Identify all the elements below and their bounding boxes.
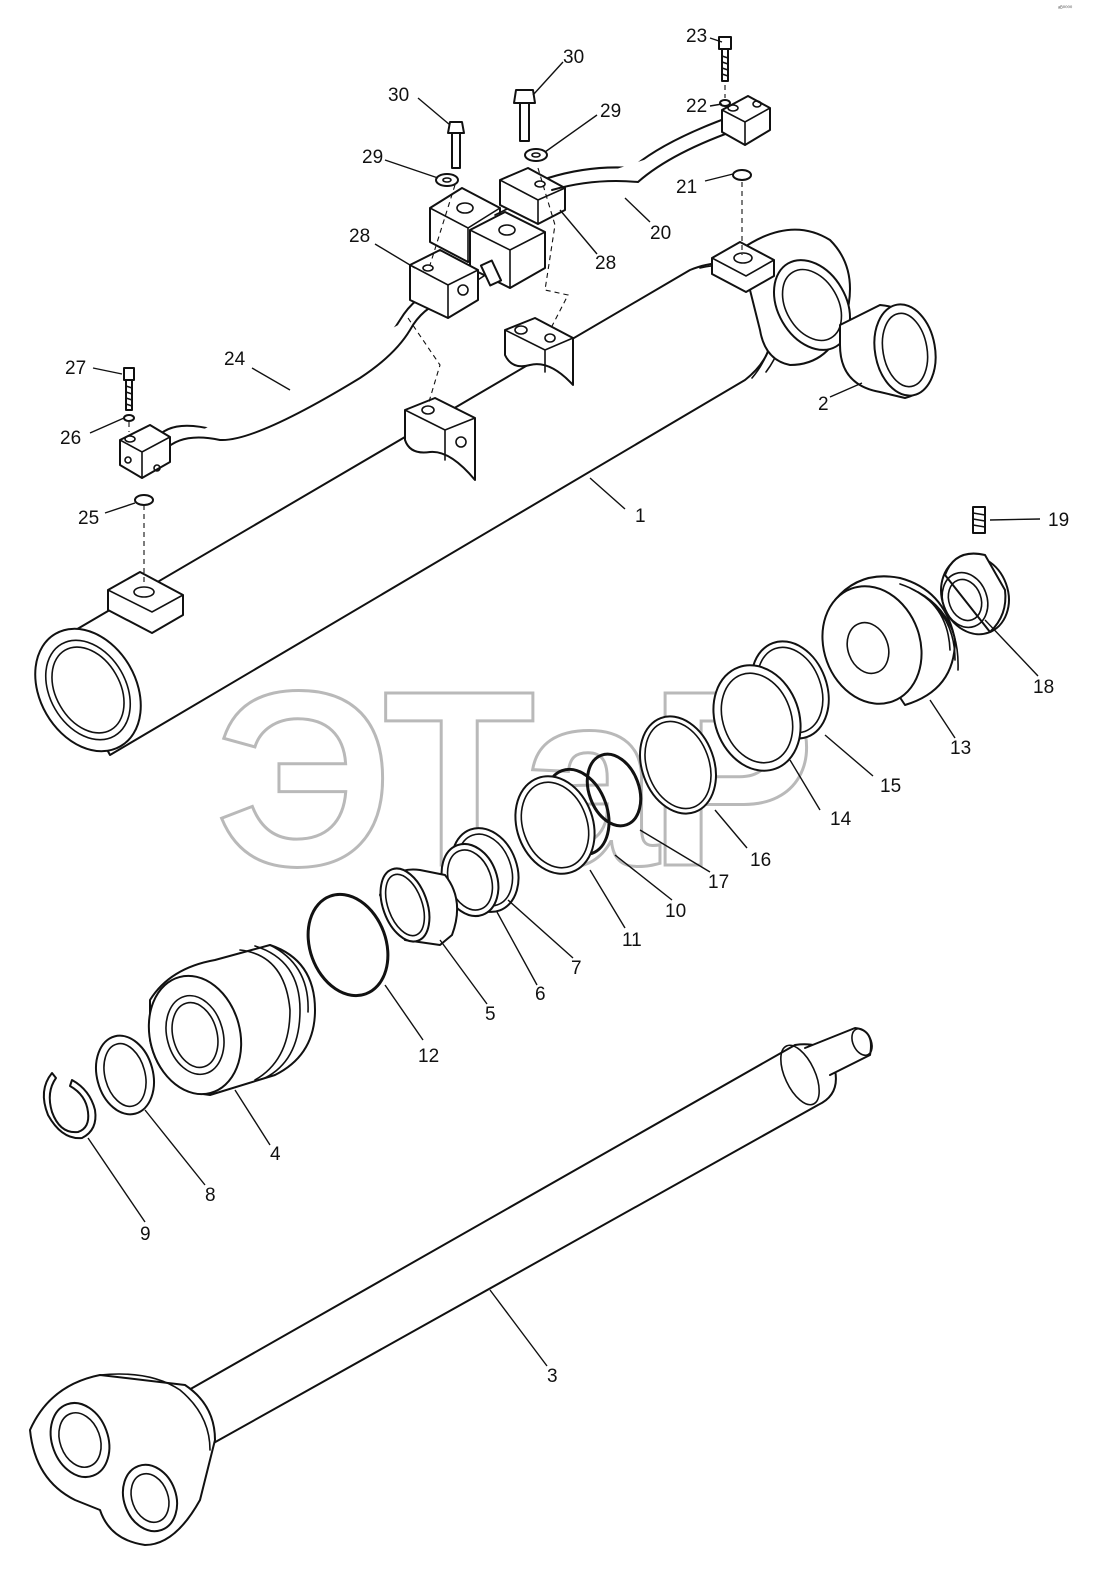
piston-nut-18 <box>940 552 1010 636</box>
gland-4 <box>147 944 316 1096</box>
grease-fitting <box>972 506 986 534</box>
callout-27: 27 <box>65 358 86 379</box>
callout-10: 10 <box>665 901 686 922</box>
callout-22: 22 <box>686 96 707 117</box>
snap-ring-9 <box>42 1072 97 1140</box>
callout-20: 20 <box>650 223 671 244</box>
piston-rod <box>29 1027 873 1546</box>
callout-6: 6 <box>535 984 546 1005</box>
callout-11: 11 <box>622 930 642 951</box>
callout-14: 14 <box>830 809 852 830</box>
callout-26: 26 <box>60 428 81 449</box>
callout-28b: 28 <box>595 253 616 274</box>
callout-15: 15 <box>880 776 901 797</box>
callout-8: 8 <box>205 1185 216 1206</box>
callout-19: 19 <box>1048 510 1069 531</box>
wiper-8 <box>95 1034 155 1116</box>
callout-24: 24 <box>224 349 246 370</box>
callout-23: 23 <box>686 26 707 47</box>
seal-rings <box>306 640 830 998</box>
piston-13 <box>821 575 959 706</box>
bushing-part <box>839 303 937 399</box>
valve-blocks <box>409 167 566 319</box>
callout-17: 17 <box>708 872 729 893</box>
cylinder-barrel <box>34 228 851 756</box>
callout-4: 4 <box>270 1144 281 1165</box>
corner-code: ᵃᴮ⁰⁰⁰⁰ <box>1058 5 1073 12</box>
callout-28a: 28 <box>349 226 370 247</box>
callout-21: 21 <box>676 177 697 198</box>
callout-25: 25 <box>78 508 99 529</box>
hydraulic-line-20 <box>547 95 771 191</box>
callout-labels: 1 2 3 4 5 6 7 8 9 10 11 12 13 14 15 16 1… <box>60 26 1069 1387</box>
callout-16: 16 <box>750 850 771 871</box>
saddle-clamps <box>404 317 574 481</box>
callout-5: 5 <box>485 1004 496 1025</box>
callout-29b: 29 <box>600 101 621 122</box>
leader-lines <box>87 37 1041 1367</box>
assembly-lines <box>128 85 743 585</box>
hydraulic-line-24 <box>119 287 446 479</box>
callout-1: 1 <box>635 506 646 527</box>
fasteners <box>123 36 752 506</box>
callout-18: 18 <box>1033 677 1054 698</box>
callout-29a: 29 <box>362 147 383 168</box>
callout-9: 9 <box>140 1224 151 1245</box>
callout-30b: 30 <box>563 47 584 68</box>
callout-12: 12 <box>418 1046 439 1067</box>
callout-13: 13 <box>950 738 971 759</box>
callout-3: 3 <box>547 1366 558 1387</box>
callout-30a: 30 <box>388 85 409 106</box>
callout-7: 7 <box>571 958 582 979</box>
callout-2: 2 <box>818 394 829 415</box>
